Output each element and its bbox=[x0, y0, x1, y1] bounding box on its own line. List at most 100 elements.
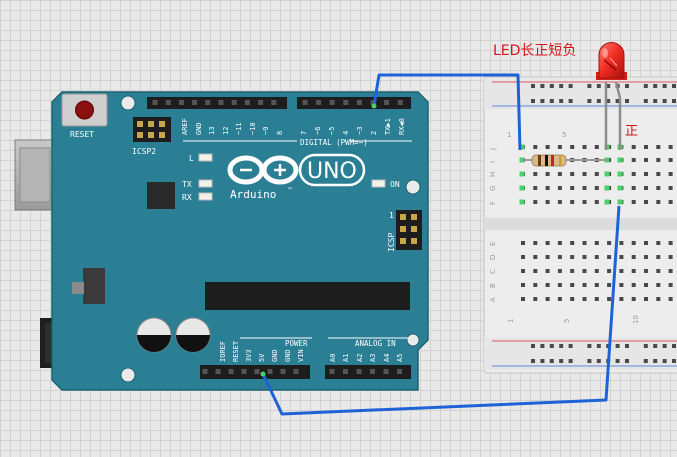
terminal-hole[interactable] bbox=[644, 241, 648, 245]
terminal-hole[interactable] bbox=[631, 186, 636, 190]
header-hole[interactable] bbox=[244, 100, 250, 105]
terminal-hole[interactable] bbox=[582, 241, 587, 245]
terminal-hole[interactable] bbox=[644, 255, 648, 259]
terminal-hole[interactable] bbox=[631, 158, 636, 162]
rail-hole[interactable] bbox=[606, 99, 611, 103]
terminal-hole[interactable] bbox=[607, 269, 612, 273]
terminal-hole[interactable] bbox=[619, 283, 624, 287]
terminal-hole[interactable] bbox=[594, 186, 599, 190]
terminal-hole[interactable] bbox=[656, 172, 661, 176]
rail-hole[interactable] bbox=[531, 344, 535, 348]
terminal-hole[interactable] bbox=[607, 297, 612, 301]
terminal-hole[interactable] bbox=[545, 297, 550, 301]
terminal-hole[interactable] bbox=[570, 283, 575, 287]
terminal-hole[interactable] bbox=[631, 297, 636, 301]
terminal-hole[interactable] bbox=[521, 241, 525, 245]
header-hole[interactable] bbox=[329, 369, 335, 374]
terminal-hole[interactable] bbox=[668, 172, 673, 176]
rail-hole[interactable] bbox=[540, 84, 545, 88]
terminal-hole[interactable] bbox=[631, 200, 636, 204]
terminal-hole[interactable] bbox=[644, 283, 648, 287]
rail-hole[interactable] bbox=[653, 359, 658, 363]
terminal-hole[interactable] bbox=[545, 200, 550, 204]
terminal-hole[interactable] bbox=[533, 186, 538, 190]
rail-hole[interactable] bbox=[596, 99, 601, 103]
rail-hole[interactable] bbox=[625, 99, 629, 103]
terminal-hole[interactable] bbox=[607, 241, 612, 245]
terminal-hole[interactable] bbox=[668, 145, 673, 149]
terminal-hole[interactable] bbox=[656, 283, 661, 287]
header-hole[interactable] bbox=[329, 100, 335, 105]
rail-hole[interactable] bbox=[587, 359, 592, 363]
terminal-hole[interactable] bbox=[656, 255, 661, 259]
header-hole[interactable] bbox=[241, 369, 247, 374]
rail-hole[interactable] bbox=[615, 99, 620, 103]
header-hole[interactable] bbox=[205, 100, 211, 105]
rail-hole[interactable] bbox=[559, 359, 564, 363]
header-hole[interactable] bbox=[370, 369, 375, 374]
header-hole[interactable] bbox=[258, 100, 264, 105]
header-hole[interactable] bbox=[231, 100, 237, 105]
terminal-hole[interactable] bbox=[557, 297, 562, 301]
terminal-hole[interactable] bbox=[631, 145, 636, 149]
header-hole[interactable] bbox=[254, 369, 260, 374]
rail-hole[interactable] bbox=[559, 84, 564, 88]
rail-hole[interactable] bbox=[653, 84, 658, 88]
terminal-hole[interactable] bbox=[656, 158, 661, 162]
terminal-hole[interactable] bbox=[644, 172, 648, 176]
terminal-hole[interactable] bbox=[594, 200, 599, 204]
header-hole[interactable] bbox=[218, 100, 224, 105]
terminal-hole[interactable] bbox=[533, 283, 538, 287]
terminal-hole[interactable] bbox=[656, 297, 661, 301]
rail-hole[interactable] bbox=[587, 84, 592, 88]
rail-hole[interactable] bbox=[549, 99, 554, 103]
icsp2-pin[interactable] bbox=[137, 132, 143, 138]
terminal-hole[interactable] bbox=[533, 241, 538, 245]
header-hole[interactable] bbox=[384, 100, 390, 105]
rail-hole[interactable] bbox=[587, 99, 592, 103]
rail-hole[interactable] bbox=[643, 359, 648, 363]
terminal-hole[interactable] bbox=[533, 145, 538, 149]
rail-hole[interactable] bbox=[596, 84, 601, 88]
rail-hole[interactable] bbox=[672, 99, 676, 103]
terminal-hole[interactable] bbox=[656, 241, 661, 245]
header-hole[interactable] bbox=[215, 369, 221, 374]
header-hole[interactable] bbox=[192, 100, 198, 105]
terminal-hole[interactable] bbox=[644, 186, 648, 190]
rail-hole[interactable] bbox=[568, 344, 573, 348]
terminal-hole[interactable] bbox=[594, 241, 599, 245]
rail-hole[interactable] bbox=[549, 359, 554, 363]
terminal-hole[interactable] bbox=[521, 269, 525, 273]
terminal-hole[interactable] bbox=[619, 255, 624, 259]
terminal-hole[interactable] bbox=[594, 255, 599, 259]
icsp2-pin[interactable] bbox=[148, 132, 154, 138]
terminal-hole[interactable] bbox=[545, 269, 550, 273]
terminal-hole[interactable] bbox=[631, 241, 636, 245]
terminal-hole[interactable] bbox=[668, 241, 673, 245]
icsp-pin[interactable] bbox=[411, 226, 417, 232]
terminal-hole[interactable] bbox=[570, 172, 575, 176]
terminal-hole[interactable] bbox=[557, 172, 562, 176]
terminal-hole[interactable] bbox=[668, 200, 673, 204]
rail-hole[interactable] bbox=[540, 344, 545, 348]
header-hole[interactable] bbox=[165, 100, 171, 105]
terminal-hole[interactable] bbox=[644, 145, 648, 149]
terminal-hole[interactable] bbox=[533, 255, 538, 259]
terminal-hole[interactable] bbox=[545, 145, 550, 149]
rail-hole[interactable] bbox=[606, 84, 611, 88]
rail-hole[interactable] bbox=[653, 344, 658, 348]
terminal-hole[interactable] bbox=[619, 241, 624, 245]
terminal-hole[interactable] bbox=[668, 158, 673, 162]
header-hole[interactable] bbox=[202, 369, 208, 374]
terminal-hole[interactable] bbox=[533, 172, 538, 176]
terminal-hole[interactable] bbox=[607, 255, 612, 259]
terminal-hole[interactable] bbox=[582, 200, 587, 204]
header-hole[interactable] bbox=[316, 100, 322, 105]
icsp-pin[interactable] bbox=[400, 226, 406, 232]
terminal-hole[interactable] bbox=[619, 297, 624, 301]
rail-hole[interactable] bbox=[615, 359, 620, 363]
terminal-hole[interactable] bbox=[570, 186, 575, 190]
terminal-hole[interactable] bbox=[557, 255, 562, 259]
header-hole[interactable] bbox=[343, 369, 348, 374]
terminal-hole[interactable] bbox=[570, 200, 575, 204]
